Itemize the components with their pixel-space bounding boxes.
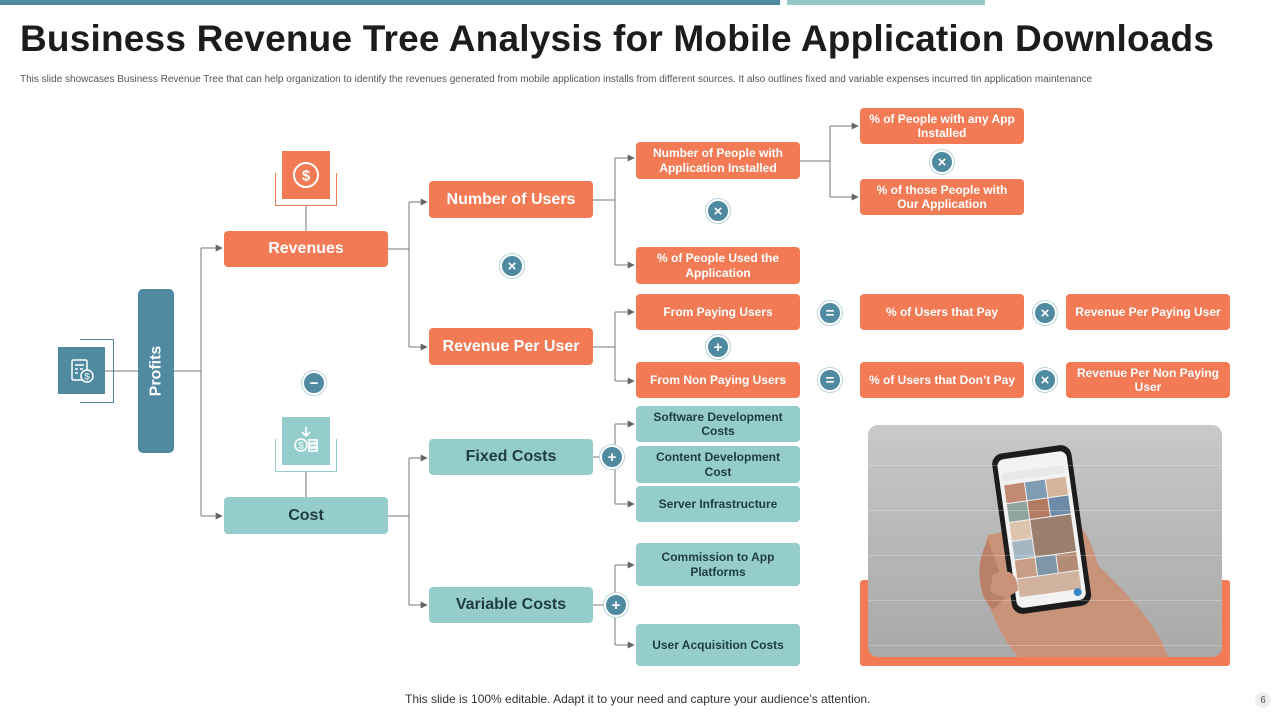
svg-text:$: $ <box>84 371 89 381</box>
money-down-icon: $ <box>282 417 330 465</box>
calculator-money-icon: $ <box>58 347 105 394</box>
from-paying-users-node: From Paying Users <box>636 294 800 330</box>
multiply-operator: × <box>500 254 524 278</box>
equals-operator: = <box>818 301 842 325</box>
software-dev-costs-node: Software Development Costs <box>636 406 800 442</box>
profits-icon-bracket <box>80 339 114 403</box>
equals-operator: = <box>818 368 842 392</box>
users-dont-pay-node: % of Users that Don’t Pay <box>860 362 1024 398</box>
phone-illustration <box>979 445 1168 657</box>
our-application-node: % of those People with Our Application <box>860 179 1024 215</box>
number-of-users-node: Number of Users <box>429 181 593 218</box>
svg-text:$: $ <box>302 168 311 185</box>
cost-icon-bracket <box>275 439 337 472</box>
page-title: Business Revenue Tree Analysis for Mobil… <box>20 18 1215 59</box>
revenue-per-user-node: Revenue Per User <box>429 328 593 365</box>
multiply-operator: × <box>706 199 730 223</box>
commission-app-platforms-node: Commission to App Platforms <box>636 543 800 586</box>
footer-note: This slide is 100% editable. Adapt it to… <box>405 692 871 706</box>
any-app-installed-node: % of People with any App Installed <box>860 108 1024 144</box>
revenues-node: Revenues <box>224 231 388 267</box>
people-used-node: % of People Used the Application <box>636 247 800 284</box>
people-installed-node: Number of People with Application Instal… <box>636 142 800 179</box>
profits-label: Profits <box>147 345 165 397</box>
users-that-pay-node: % of Users that Pay <box>860 294 1024 330</box>
profits-node: Profits <box>138 289 174 453</box>
plus-operator: + <box>600 445 624 469</box>
page-number: 6 <box>1255 692 1271 708</box>
page-subtitle: This slide showcases Business Revenue Tr… <box>20 74 1093 85</box>
user-acquisition-costs-node: User Acquisition Costs <box>636 624 800 666</box>
revenues-icon-bracket <box>275 173 337 206</box>
revenue-per-paying-user-node: Revenue Per Paying User <box>1066 294 1230 330</box>
server-infrastructure-node: Server Infrastructure <box>636 486 800 522</box>
variable-costs-node: Variable Costs <box>429 587 593 623</box>
minus-operator: − <box>302 371 326 395</box>
svg-text:$: $ <box>298 441 303 451</box>
top-accent-bar-dark <box>0 0 780 5</box>
plus-operator: + <box>604 593 628 617</box>
from-non-paying-users-node: From Non Paying Users <box>636 362 800 398</box>
multiply-operator: × <box>1033 301 1057 325</box>
top-accent-bar-light <box>787 0 985 5</box>
cost-node: Cost <box>224 497 388 534</box>
dollar-coin-icon: $ <box>282 151 330 199</box>
phone-in-hand-photo <box>868 425 1222 657</box>
multiply-operator: × <box>1033 368 1057 392</box>
revenue-per-non-paying-user-node: Revenue Per Non Paying User <box>1066 362 1230 398</box>
plus-operator: + <box>706 335 730 359</box>
multiply-operator: × <box>930 150 954 174</box>
content-dev-cost-node: Content Development Cost <box>636 446 800 483</box>
fixed-costs-node: Fixed Costs <box>429 439 593 475</box>
